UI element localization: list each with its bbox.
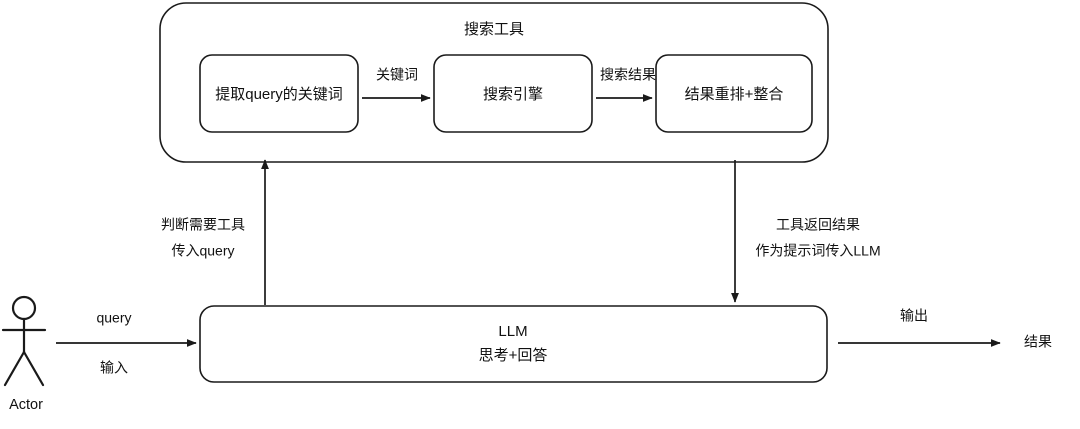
actor-head-icon bbox=[11, 295, 37, 321]
actor-figure bbox=[1, 295, 47, 387]
node-extract-keywords-label: 提取query的关键词 bbox=[215, 86, 343, 103]
edge-tool-invoke-label-line1: 判断需要工具 bbox=[161, 217, 245, 233]
node-result-label: 结果 bbox=[1024, 334, 1052, 350]
actor-leg-left bbox=[3, 350, 26, 387]
node-rerank-merge-label: 结果重排+整合 bbox=[685, 86, 784, 103]
node-search-engine-label: 搜索引擎 bbox=[483, 86, 543, 103]
edge-search-results-label: 搜索结果 bbox=[600, 67, 656, 83]
actor-leg-right bbox=[22, 350, 45, 387]
node-search-engine-box[interactable] bbox=[433, 54, 593, 133]
node-llm-box[interactable] bbox=[199, 305, 828, 383]
edge-query-label: query bbox=[96, 310, 131, 326]
actor-label: Actor bbox=[9, 397, 43, 413]
edge-output-label: 输出 bbox=[900, 308, 928, 324]
node-llm-label-line1: LLM bbox=[498, 323, 527, 340]
edge-tool-invoke-label-line2: 传入query bbox=[171, 243, 234, 259]
search-tool-title: 搜索工具 bbox=[464, 21, 524, 38]
node-llm-label-line2: 思考+回答 bbox=[479, 347, 548, 364]
edge-keywords-label: 关键词 bbox=[376, 67, 418, 83]
edge-tool-return-label-line1: 工具返回结果 bbox=[776, 217, 860, 233]
edge-tool-return-label-line2: 作为提示词传入LLM bbox=[755, 243, 880, 259]
edge-input-label: 输入 bbox=[100, 360, 128, 376]
node-extract-keywords-box[interactable] bbox=[199, 54, 359, 133]
node-rerank-merge-box[interactable] bbox=[655, 54, 813, 133]
